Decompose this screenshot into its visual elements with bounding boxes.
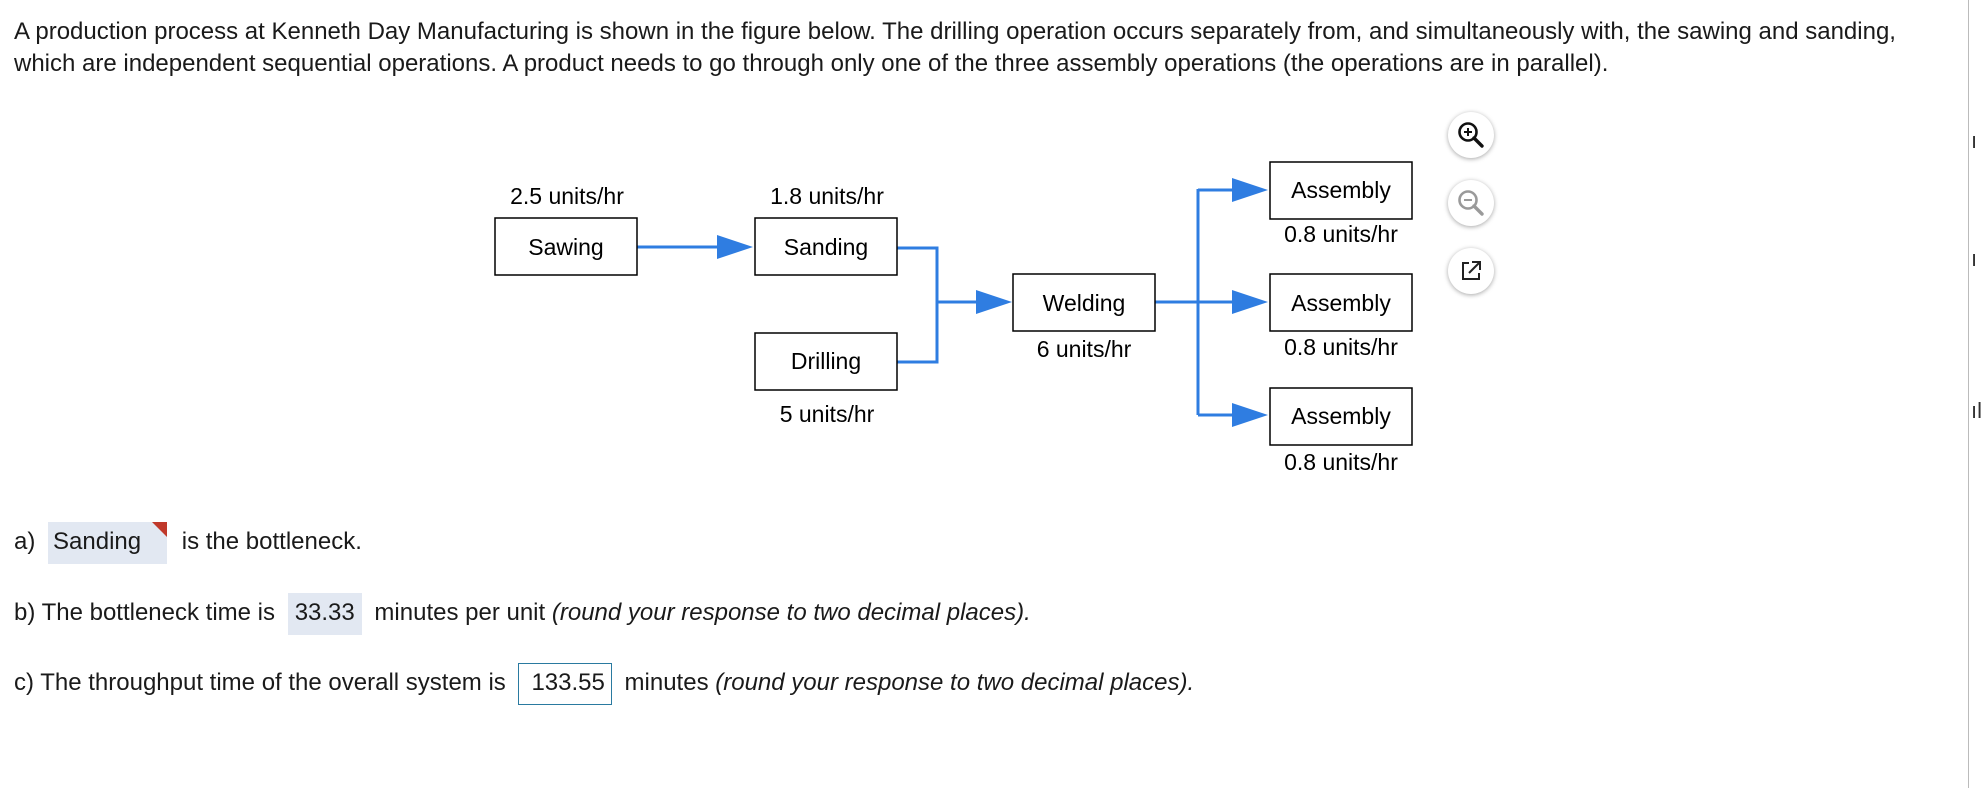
node-box: [754, 217, 898, 276]
clipped-text: ıl: [1971, 398, 1982, 423]
figure-tools: [1448, 112, 1496, 316]
question-prefix: a): [14, 528, 36, 555]
arrowhead: [976, 290, 1012, 314]
arrowhead: [1232, 403, 1268, 427]
node-label: Assembly: [1291, 290, 1391, 316]
node-assembly-2: Assembly 0.8 units/hr: [1269, 273, 1413, 360]
zoom-in-button[interactable]: [1448, 112, 1494, 158]
arrowhead: [1232, 178, 1268, 202]
clipped-text: ı: [1971, 128, 1978, 153]
node-welding: Welding 6 units/hr: [1012, 273, 1156, 362]
external-link-icon: [1462, 261, 1481, 280]
question-a: a) Sanding is the bottleneck.: [14, 522, 362, 564]
flow-edges: [637, 178, 1268, 427]
node-label: Sawing: [528, 234, 603, 260]
node-sawing: 2.5 units/hr Sawing: [494, 183, 638, 276]
node-rate: 0.8 units/hr: [1284, 449, 1398, 475]
question-b: b) The bottleneck time is 33.33 minutes …: [14, 593, 1031, 635]
question-suffix: minutes: [624, 669, 709, 696]
node-box: [1269, 161, 1413, 220]
node-box: [1269, 387, 1413, 446]
node-assembly-1: Assembly 0.8 units/hr: [1269, 161, 1413, 247]
node-box: [494, 217, 638, 276]
throughput-time-input[interactable]: 133.55: [518, 663, 612, 705]
zoom-out-button[interactable]: [1448, 180, 1494, 226]
zoom-in-icon: [1458, 122, 1484, 148]
node-assembly-3: Assembly 0.8 units/hr: [1269, 387, 1413, 475]
node-label: Welding: [1043, 290, 1126, 316]
edge-sanding-merge: [897, 246, 976, 304]
node-rate: 2.5 units/hr: [510, 183, 624, 209]
node-rate: 0.8 units/hr: [1284, 221, 1398, 247]
node-sanding: 1.8 units/hr Sanding: [754, 183, 898, 276]
node-rate: 6 units/hr: [1037, 336, 1132, 362]
node-rate: 1.8 units/hr: [770, 183, 884, 209]
bottleneck-time-answer[interactable]: 33.33: [287, 593, 362, 635]
question-suffix: is the bottleneck.: [181, 528, 362, 555]
edge-drilling-merge: [897, 302, 939, 364]
arrowhead: [717, 235, 753, 259]
node-drilling: Drilling 5 units/hr: [754, 332, 898, 427]
node-box: [1269, 273, 1413, 332]
question-c: c) The throughput time of the overall sy…: [14, 663, 1194, 705]
node-rate: 5 units/hr: [780, 401, 875, 427]
rounding-note: (round your response to two decimal plac…: [551, 599, 1031, 626]
node-rate: 0.8 units/hr: [1284, 334, 1398, 360]
node-label: Assembly: [1291, 403, 1391, 429]
node-box: [754, 332, 898, 391]
node-box: [1012, 273, 1156, 332]
adjacent-panel-edge: ı ı ıl: [1968, 0, 1984, 788]
clipped-text: ı: [1971, 246, 1978, 271]
popout-button[interactable]: [1448, 248, 1494, 294]
arrowhead: [1232, 290, 1268, 314]
question-prefix: b) The bottleneck time is: [14, 599, 276, 626]
dropdown-value: Sanding: [53, 528, 142, 555]
question-suffix: minutes per unit: [374, 599, 546, 626]
zoom-out-icon: [1458, 190, 1484, 216]
process-flow-diagram: 2.5 units/hr Sawing 1.8 units/hr Sanding…: [494, 161, 1413, 475]
node-label: Assembly: [1291, 177, 1391, 203]
node-label: Sanding: [784, 234, 868, 260]
node-label: Drilling: [791, 348, 861, 374]
incorrect-flag-icon: [152, 522, 168, 537]
problem-statement: A production process at Kenneth Day Manu…: [14, 18, 1896, 77]
question-prefix: c) The throughput time of the overall sy…: [14, 669, 506, 696]
bottleneck-dropdown[interactable]: Sanding: [48, 522, 168, 564]
rounding-note: (round your response to two decimal plac…: [715, 669, 1195, 696]
